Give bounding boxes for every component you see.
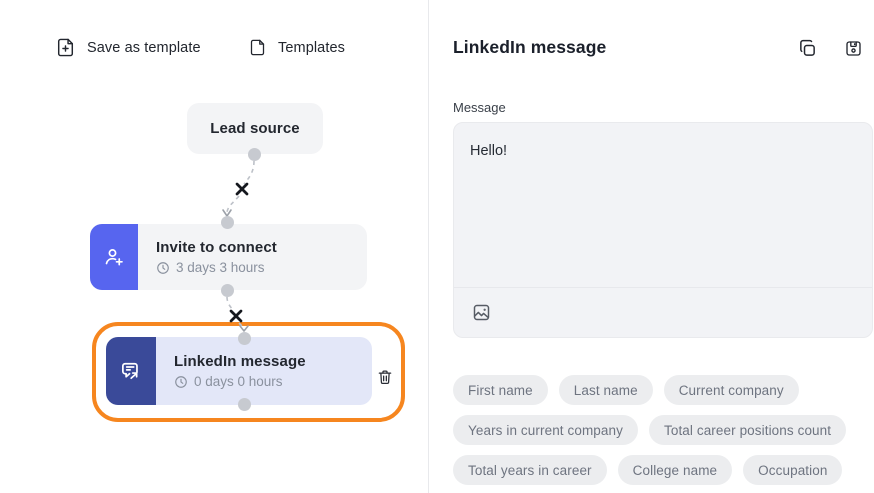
node-linkedin-message[interactable]: LinkedIn message 0 days 0 hours <box>106 337 372 405</box>
templates-label: Templates <box>278 39 345 56</box>
variable-chip[interactable]: Occupation <box>743 455 843 485</box>
node-linkedin-title: LinkedIn message <box>174 353 306 370</box>
variable-chips: First name Last name Current company Yea… <box>453 375 865 493</box>
node-invite-delay: 3 days 3 hours <box>156 260 367 275</box>
file-icon <box>250 38 265 57</box>
edge-lead-to-invite <box>222 160 255 217</box>
variable-chip[interactable]: College name <box>617 455 733 485</box>
user-plus-icon <box>90 224 138 290</box>
floppy-disk-icon <box>845 40 861 56</box>
attach-image-button[interactable] <box>469 301 493 325</box>
node-lead-source-title: Lead source <box>210 120 300 137</box>
copy-icon <box>799 39 815 56</box>
step-editor-panel: LinkedIn message Message Hello! <box>428 0 874 493</box>
save-button[interactable] <box>841 36 865 60</box>
panel-title: LinkedIn message <box>453 37 607 57</box>
variable-chip[interactable]: Years in current company <box>453 415 638 445</box>
node-invite-to-connect[interactable]: Invite to connect 3 days 3 hours <box>90 224 367 290</box>
trash-icon <box>378 370 392 385</box>
node-linkedin-delay: 0 days 0 hours <box>174 374 372 389</box>
file-plus-icon <box>57 38 74 57</box>
message-field-label: Message <box>453 100 506 115</box>
selected-node-outline: LinkedIn message 0 days 0 hours <box>92 322 405 422</box>
save-as-template-label: Save as template <box>87 39 201 56</box>
clock-icon <box>175 375 187 388</box>
message-forward-icon <box>106 337 156 405</box>
delete-edge-x-icon[interactable] <box>229 309 243 323</box>
chip-row: Total years in career College name Occup… <box>453 455 865 485</box>
message-editor: Hello! <box>453 122 873 338</box>
connector-handle[interactable] <box>238 398 251 411</box>
message-toolbar <box>454 287 872 337</box>
variable-chip[interactable]: First name <box>453 375 548 405</box>
node-invite-title: Invite to connect <box>156 239 277 256</box>
image-icon <box>473 304 489 321</box>
chip-row: First name Last name Current company <box>453 375 865 405</box>
connector-handle[interactable] <box>248 148 261 161</box>
node-invite-body: Invite to connect 3 days 3 hours <box>138 224 367 290</box>
save-as-template-button[interactable]: Save as template <box>57 38 201 57</box>
message-input[interactable]: Hello! <box>470 143 508 159</box>
variable-chip[interactable]: Last name <box>558 375 653 405</box>
templates-button[interactable]: Templates <box>250 38 345 57</box>
variable-chip[interactable]: Current company <box>663 375 799 405</box>
connector-handle[interactable] <box>221 216 234 229</box>
variable-chip[interactable]: Total career positions count <box>648 415 847 445</box>
delete-step-button[interactable] <box>374 366 396 388</box>
node-linkedin-body: LinkedIn message 0 days 0 hours <box>156 337 372 405</box>
duplicate-button[interactable] <box>795 36 819 60</box>
connector-handle[interactable] <box>221 284 234 297</box>
flow-canvas: Save as template Templates <box>0 0 428 493</box>
node-lead-source[interactable]: Lead source <box>187 103 323 154</box>
connector-handle[interactable] <box>238 332 251 345</box>
variable-chip[interactable]: Total years in career <box>453 455 607 485</box>
delete-edge-x-icon[interactable] <box>235 182 249 196</box>
chip-row: Years in current company Total career po… <box>453 415 865 445</box>
clock-icon <box>157 261 169 274</box>
